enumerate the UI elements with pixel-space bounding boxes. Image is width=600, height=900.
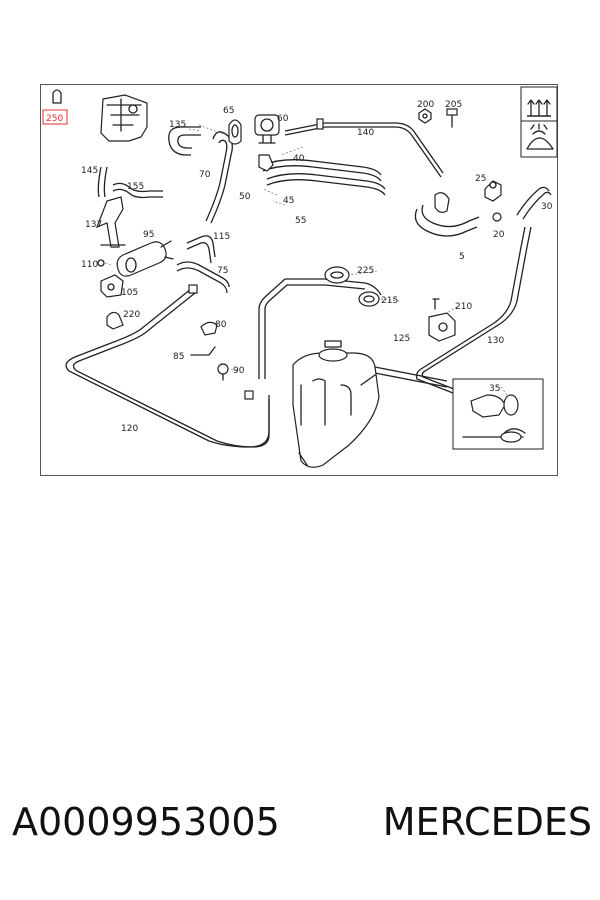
callout-75: 75 (217, 266, 228, 276)
callout-95: 95 (143, 230, 154, 240)
part-number: A0009953005 (12, 800, 280, 844)
callout-125: 125 (393, 334, 410, 344)
callout-140: 140 (357, 128, 374, 138)
callout-45: 45 (283, 196, 294, 206)
callout-225: 225 (357, 266, 374, 276)
pump-60 (254, 114, 280, 144)
callout-130: 130 (487, 336, 504, 346)
heater-valve-block (100, 94, 148, 142)
callout-65: 65 (223, 106, 234, 116)
coolant-reservoir (292, 340, 380, 468)
callout-80: 80 (215, 320, 227, 330)
callout-250: 250 (46, 114, 63, 124)
windshield-icon (526, 123, 554, 150)
callout-155: 155 (127, 182, 144, 192)
callout-120: 120 (121, 424, 138, 434)
parts-diagram: 250 (40, 84, 558, 476)
corner-icon-panel (520, 86, 558, 158)
callout-20: 20 (493, 230, 505, 240)
callout-210: 210 (455, 302, 472, 312)
callout-60: 60 (277, 114, 289, 124)
parts-diagram-drawing: 250 (42, 86, 558, 468)
nut-200 (418, 108, 432, 124)
callout-145: 145 (81, 166, 98, 176)
screw-205 (446, 108, 458, 128)
bracket-210 (428, 298, 456, 342)
callout-105: 105 (121, 288, 138, 298)
clamp-220 (106, 311, 124, 330)
callout-70: 70 (199, 170, 211, 180)
callout-90: 90 (233, 366, 245, 376)
callout-137: 137 (85, 220, 102, 230)
callout-25: 25 (475, 174, 486, 184)
callout-110: 110 (81, 260, 98, 270)
clamp-215 (358, 291, 380, 307)
callout-50: 50 (239, 192, 251, 202)
callout-205: 205 (445, 100, 462, 110)
product-caption: A0009953005 MERCEDES (12, 800, 592, 844)
screw-90 (217, 363, 229, 381)
callout-30: 30 (541, 202, 553, 212)
callout-55: 55 (295, 216, 306, 226)
callout-215: 215 (381, 296, 398, 306)
bracket-137 (95, 196, 126, 248)
callout-85: 85 (173, 352, 184, 362)
clip-part-250: 250 (42, 89, 68, 125)
bracket-105 (100, 274, 124, 298)
callout-135: 135 (169, 120, 186, 130)
callout-115: 115 (213, 232, 230, 242)
clip-80 (200, 321, 218, 336)
heat-waves-icon (527, 99, 551, 117)
callout-220: 220 (123, 310, 140, 320)
gasket-65 (228, 119, 242, 145)
callout-40: 40 (293, 154, 305, 164)
o-ring-110 (97, 259, 105, 267)
callout-35: 35 (489, 384, 500, 394)
bracket-85 (190, 346, 216, 356)
highlight-box (42, 109, 68, 125)
aux-pump-95 (116, 240, 174, 277)
inset-35 (452, 378, 544, 450)
callout-5: 5 (459, 252, 465, 262)
brand-name: MERCEDES (382, 800, 592, 844)
clamp-225 (324, 266, 350, 284)
callout-200: 200 (417, 100, 434, 110)
